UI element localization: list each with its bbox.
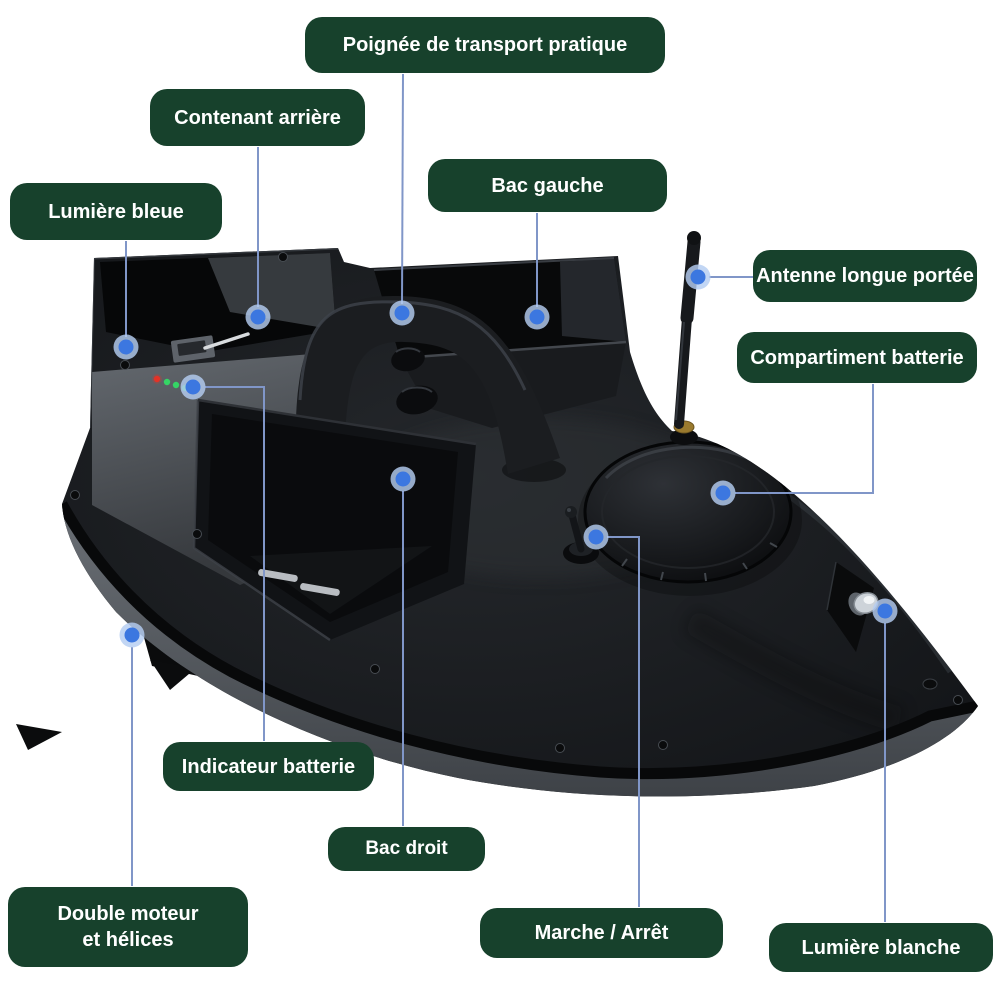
callout-dots: [113, 264, 898, 648]
hull-side: [62, 504, 978, 797]
rub-rail: [62, 501, 978, 779]
battery-hatch: [578, 440, 802, 596]
dot-contenant-arriere: [245, 304, 271, 330]
label-bac-droit: Bac droit: [328, 827, 485, 871]
dot-marche-arret: [583, 524, 609, 550]
green-led: [163, 378, 171, 386]
red-led: [153, 375, 161, 383]
line-marche-arret: [607, 536, 640, 907]
line-poignee: [401, 73, 404, 305]
dot-double-moteur: [119, 622, 145, 648]
long-range-antenna: [670, 231, 701, 445]
latch-bar: [300, 583, 340, 596]
latch-bar: [258, 569, 298, 582]
dot-indicateur-batterie: [180, 374, 206, 400]
label-compartiment-batterie: Compartiment batterie: [737, 332, 977, 383]
dot-poignee: [389, 300, 415, 326]
label-antenne-longue-portee: Antenne longue portée: [753, 250, 977, 302]
white-light: [826, 561, 879, 652]
label-bac-gauche: Bac gauche: [428, 159, 667, 212]
label-marche-arret: Marche / Arrêt: [480, 908, 723, 958]
green-led: [172, 381, 180, 389]
deck-knobs: [391, 346, 438, 415]
label-contenant-arriere: Contenant arrière: [150, 89, 365, 146]
line-compartiment-batterie: [735, 384, 874, 494]
rear-container: [93, 248, 339, 352]
dot-bac-droit: [390, 466, 416, 492]
label-poignee-de-transport: Poignée de transport pratique: [305, 17, 665, 73]
dot-lumiere-bleue: [113, 334, 139, 360]
line-indicateur-batterie: [205, 386, 265, 741]
label-lumiere-bleue: Lumière bleue: [10, 183, 222, 240]
bow-shadow: [683, 608, 904, 733]
dot-antenne: [685, 264, 711, 290]
dot-bac-gauche: [524, 304, 550, 330]
dot-compartiment-batterie: [710, 480, 736, 506]
label-lumiere-blanche: Lumière blanche: [769, 923, 993, 972]
callout-lines: [125, 73, 886, 922]
dot-lumiere-blanche: [872, 598, 898, 624]
label-double-moteur-helices: Double moteur et hélices: [8, 887, 248, 967]
label-indicateur-batterie: Indicateur batterie: [163, 742, 374, 791]
rubber-bumper: [922, 678, 938, 690]
